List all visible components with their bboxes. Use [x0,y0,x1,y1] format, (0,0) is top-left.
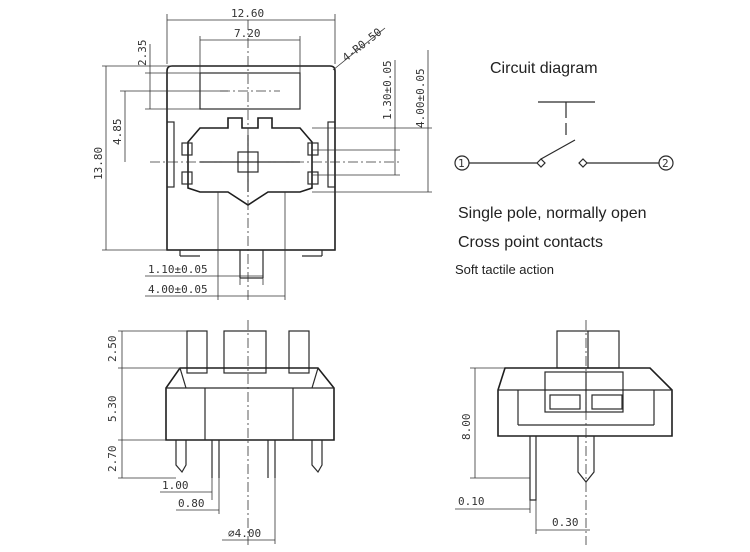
top-view: 12.60 7.20 4-R0.50 2.35 4.85 13.80 1.30±… [92,7,432,300]
dim-4-00-vertical: 4.00±0.05 [414,68,427,128]
dim-2-35: 2.35 [136,40,149,67]
side-view-body [497,367,673,437]
dim-4-85: 4.85 [111,119,124,146]
dim-13-80: 13.80 [92,147,105,180]
front-view-body [165,367,335,441]
dim-2-50: 2.50 [106,336,119,363]
spec-cross-point: Cross point contacts [458,234,603,251]
circuit-symbol: 1 2 [454,101,674,171]
cross-actuator [187,117,313,206]
dim-4-00-horizontal: 4.00±0.05 [148,283,208,296]
dim-0-10: 0.10 [458,495,485,508]
dim-1-10: 1.10±0.05 [148,263,208,276]
dim-2-70: 2.70 [106,446,119,473]
dim-1-00: 1.00 [162,479,189,492]
dim-1-30: 1.30±0.05 [381,60,394,120]
dim-0-30: 0.30 [552,516,579,529]
terminal-2-circle [658,155,674,171]
terminal-1-label: 1 [458,157,465,170]
dim-12-60: 12.60 [231,7,264,20]
dim-7-20: 7.20 [234,27,261,40]
circuit-diagram-title: Circuit diagram [490,60,598,77]
spec-soft-tactile: Soft tactile action [455,262,554,277]
spec-single-pole: Single pole, normally open [458,205,647,222]
terminal-2-label: 2 [662,157,669,170]
front-view: 2.50 5.30 2.70 1.00 0.80 ⌀4.00 [106,320,335,545]
dim-0-80: 0.80 [178,497,205,510]
side-view: 8.00 0.10 0.30 [455,320,673,545]
dim-8-00: 8.00 [460,414,473,441]
top-view-body [166,65,336,251]
dim-4-r0-50: 4-R0.50 [340,26,385,65]
dim-dia-4-00: ⌀4.00 [228,527,261,540]
dim-5-30: 5.30 [106,396,119,423]
